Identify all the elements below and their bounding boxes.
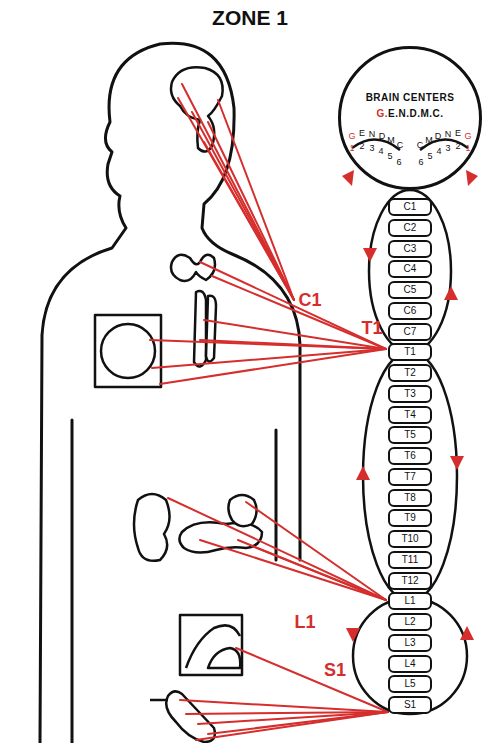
vertebra-box: C6 — [388, 302, 432, 320]
center-letter: E — [455, 129, 461, 138]
center-letter: N — [445, 130, 452, 139]
brain-heading: G.E.N.D.M.C. — [376, 109, 443, 119]
center-letter: M — [425, 136, 433, 145]
brain-centers-circle: BRAIN CENTERSG.E.N.D.M.C.GENDMC123456CMD… — [338, 46, 482, 190]
vertebra-label: L5 — [404, 679, 415, 689]
center-number: 1 — [349, 144, 354, 153]
center-number: 5 — [387, 152, 392, 161]
vertebra-label: C5 — [404, 285, 417, 295]
center-number: 3 — [445, 144, 450, 153]
vertebra-box: T5 — [388, 426, 432, 444]
vertebra-box: T11 — [388, 551, 432, 569]
vertebra-box: C3 — [388, 240, 432, 258]
vertebra-label: L4 — [404, 659, 415, 669]
spine-loops — [352, 139, 468, 714]
diagram-title: ZONE 1 — [212, 6, 288, 30]
flow-arrows — [342, 170, 478, 642]
center-letter: D — [379, 132, 386, 141]
vertebra-label: C1 — [404, 202, 417, 212]
vertebra-box: T10 — [388, 530, 432, 548]
vertebra-box: C2 — [388, 219, 432, 237]
vertebra-box: L4 — [388, 655, 432, 673]
vertebra-box: T3 — [388, 385, 432, 403]
center-letter: E — [359, 129, 365, 138]
vertebra-box: T4 — [388, 406, 432, 424]
vertebra-box: S1 — [388, 696, 432, 714]
vertebra-label: T5 — [404, 430, 416, 440]
vertebra-label: T6 — [404, 451, 416, 461]
center-number: 6 — [418, 158, 423, 167]
zone-label: S1 — [324, 661, 346, 679]
vertebra-label: C6 — [404, 306, 417, 316]
center-number: 1 — [465, 144, 470, 153]
vertebra-label: T11 — [402, 555, 419, 565]
vertebra-box: T9 — [388, 509, 432, 527]
vertebra-box: C4 — [388, 260, 432, 278]
vertebra-box: T12 — [388, 572, 432, 590]
vertebra-box: C7 — [388, 323, 432, 341]
zone-label: L1 — [294, 613, 315, 631]
vertebra-box: T1 — [388, 343, 432, 361]
center-number: 2 — [455, 142, 460, 151]
vertebra-box: L5 — [388, 675, 432, 693]
center-letter: D — [435, 132, 442, 141]
leader-lines — [150, 84, 388, 740]
vertebra-box: T6 — [388, 447, 432, 465]
vertebra-label: T4 — [404, 410, 416, 420]
vertebra-box: L2 — [388, 613, 432, 631]
vertebra-label: T10 — [401, 534, 418, 544]
vertebra-box: T7 — [388, 468, 432, 486]
brain-heading: BRAIN CENTERS — [366, 93, 455, 103]
vertebra-label: C4 — [404, 264, 417, 274]
organs — [95, 67, 262, 742]
vertebra-box: T8 — [388, 489, 432, 507]
vertebra-label: T8 — [404, 493, 416, 503]
center-number: 2 — [359, 142, 364, 151]
center-number: 5 — [427, 152, 432, 161]
body-outline — [40, 43, 300, 743]
vertebra-label: T1 — [404, 347, 416, 357]
center-letter: N — [369, 130, 376, 139]
center-number: 6 — [396, 158, 401, 167]
zone-label: T1 — [361, 319, 382, 337]
center-number: 4 — [378, 147, 383, 156]
vertebra-label: C2 — [404, 223, 417, 233]
vertebra-label: C7 — [404, 327, 417, 337]
vertebra-box: L1 — [388, 592, 432, 610]
vertebra-label: T7 — [404, 472, 416, 482]
vertebra-label: C3 — [404, 244, 417, 254]
center-letter: G — [348, 132, 355, 141]
center-letter: C — [417, 141, 424, 150]
vertebra-label: T3 — [404, 389, 416, 399]
vertebra-label: L3 — [404, 638, 415, 648]
vertebra-box: C1 — [388, 198, 432, 216]
zone-label: C1 — [298, 291, 321, 309]
vertebra-label: T9 — [404, 513, 416, 523]
center-letter: G — [464, 132, 471, 141]
center-number: 4 — [436, 147, 441, 156]
vertebra-label: T2 — [404, 368, 416, 378]
vertebra-label: L2 — [404, 617, 415, 627]
center-letter: M — [387, 136, 395, 145]
vertebra-label: S1 — [404, 700, 416, 710]
vertebra-box: C5 — [388, 281, 432, 299]
center-letter: C — [397, 141, 404, 150]
vertebra-box: T2 — [388, 364, 432, 382]
vertebra-label: L1 — [404, 596, 415, 606]
vertebra-label: T12 — [401, 576, 418, 586]
vertebra-box: L3 — [388, 634, 432, 652]
center-number: 3 — [369, 144, 374, 153]
